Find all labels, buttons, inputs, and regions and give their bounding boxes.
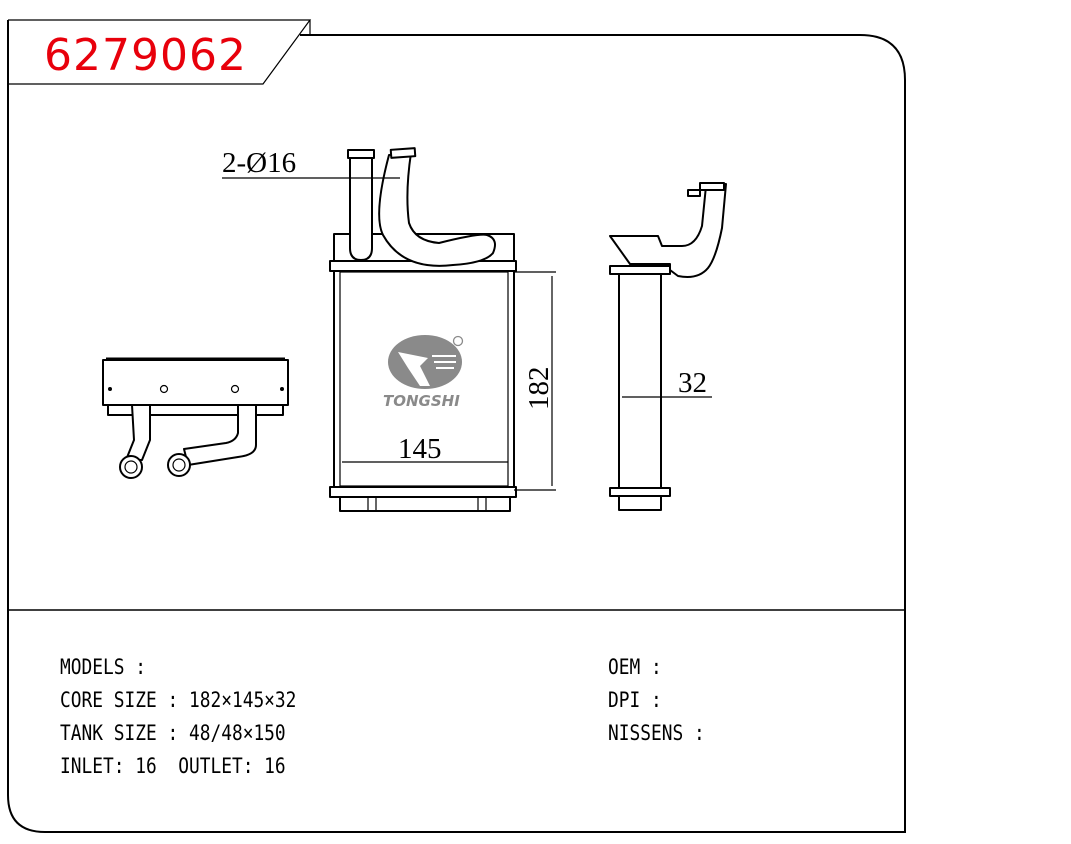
pipe-diameter-dimension: 2-Ø16	[222, 147, 400, 179]
side-view: 32	[609, 182, 727, 511]
height-dimension: 182	[514, 271, 556, 491]
tongshi-logo: TONGSHI	[383, 335, 464, 410]
height-label: 182	[523, 367, 555, 411]
front-view	[329, 147, 517, 512]
spec-oem: OEM :	[608, 655, 662, 679]
drawing-frame	[7, 19, 906, 833]
spec-tank-size: TANK SIZE : 48/48×150	[60, 721, 286, 745]
spec-nissens: NISSENS :	[608, 721, 705, 745]
spec-dpi: DPI :	[608, 688, 662, 712]
top-view	[102, 357, 289, 479]
spec-core-size: CORE SIZE : 182×145×32	[60, 688, 297, 712]
spec-models: MODELS :	[60, 655, 146, 679]
width-dimension: 145	[342, 433, 508, 465]
thickness-label: 32	[678, 367, 707, 399]
part-number: 6279062	[44, 30, 247, 81]
spec-inlet-outlet: INLET: 16 OUTLET: 16	[60, 754, 286, 778]
svg-text:TONGSHI: TONGSHI	[383, 392, 460, 410]
pipe-diameter-label: 2-Ø16	[222, 147, 296, 179]
width-label: 145	[398, 433, 442, 465]
